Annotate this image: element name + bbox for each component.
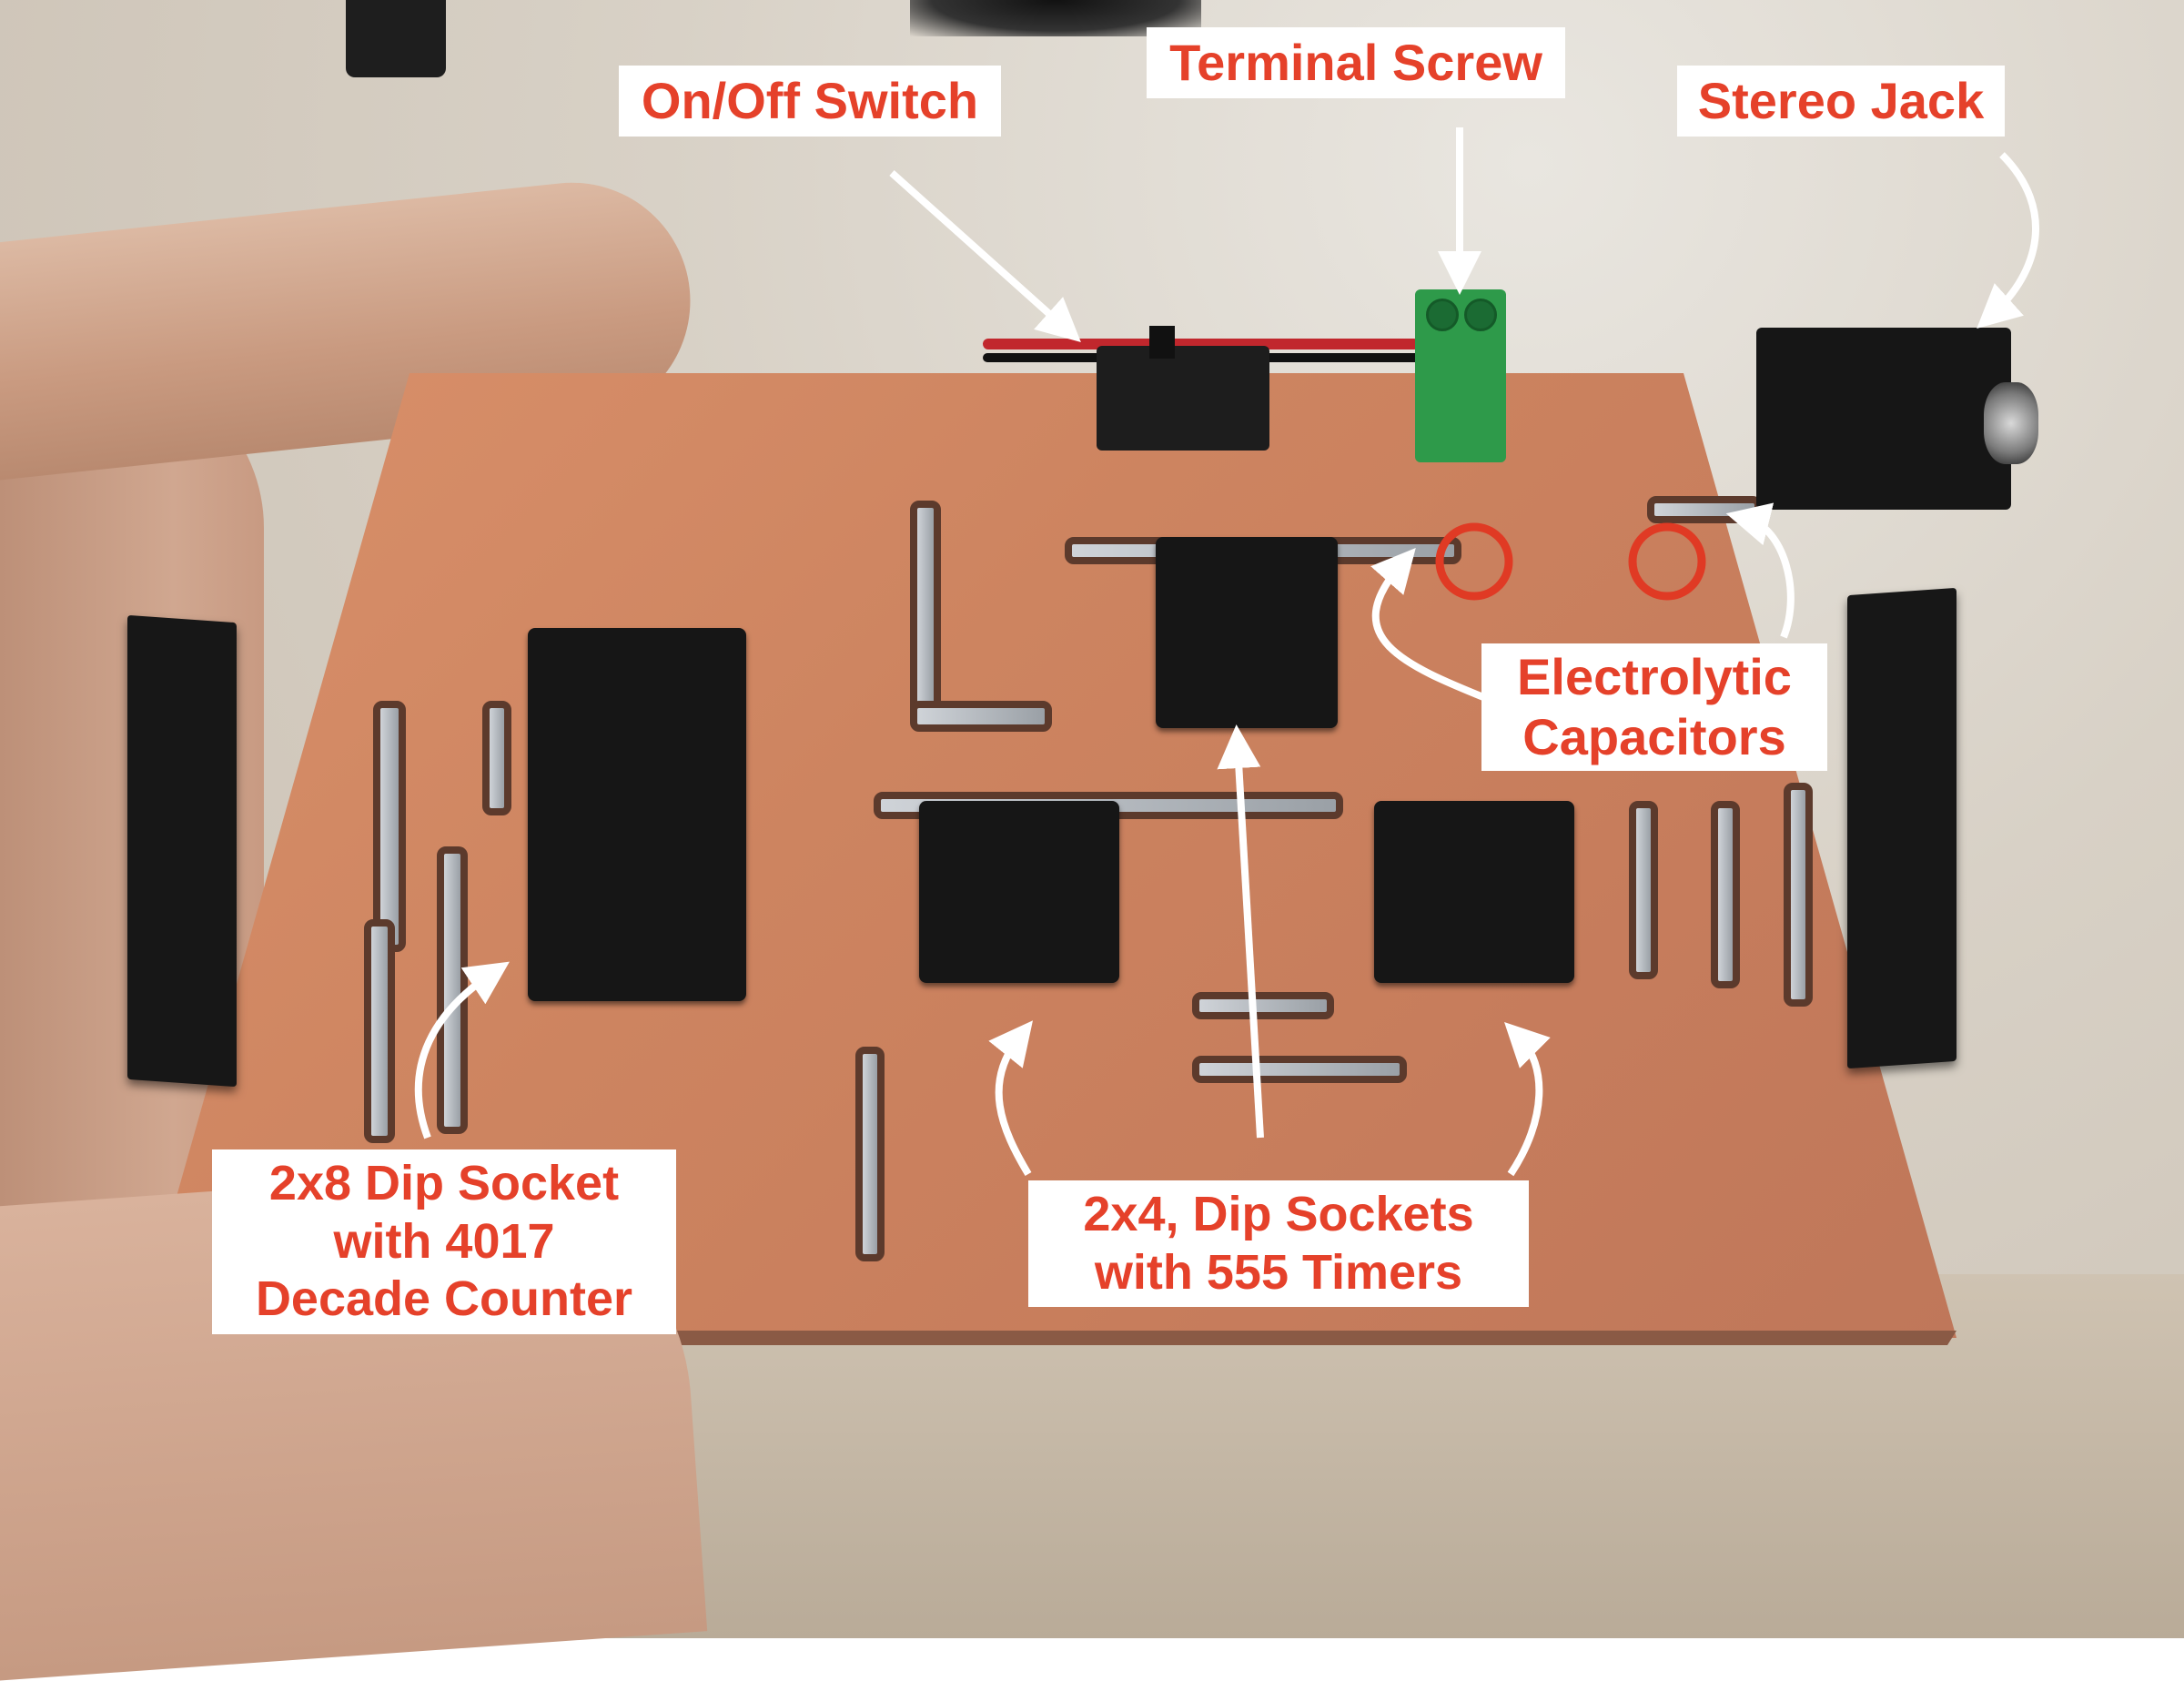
trace xyxy=(1711,801,1740,988)
label-line: On/Off Switch xyxy=(641,72,979,129)
label-line: Terminal Screw xyxy=(1169,34,1542,91)
label-line: Stereo Jack xyxy=(1697,72,1985,129)
label-electrolytic-capacitors: Electrolytic Capacitors xyxy=(1481,643,1827,772)
label-line: 2x4, Dip Sockets xyxy=(1083,1187,1474,1241)
label-line: Capacitors xyxy=(1522,708,1786,766)
label-stereo-jack: Stereo Jack xyxy=(1677,66,2005,137)
stereo-jack xyxy=(1756,328,2038,510)
4017-decade-counter xyxy=(528,628,746,1001)
screw-icon xyxy=(1426,299,1459,331)
label-line: with 555 Timers xyxy=(1094,1244,1463,1300)
label-line: with 4017 xyxy=(333,1213,555,1269)
trace xyxy=(1192,1056,1407,1083)
trace xyxy=(373,701,406,952)
pin-header-right xyxy=(1847,587,1956,1069)
trace xyxy=(1629,801,1658,979)
trace xyxy=(482,701,511,815)
trace xyxy=(437,846,468,1134)
background-object xyxy=(346,0,446,77)
trace xyxy=(364,919,395,1143)
trace xyxy=(1784,783,1813,1007)
label-dip-sockets-555: 2x4, Dip Sockets with 555 Timers xyxy=(1028,1180,1529,1308)
jack-barrel xyxy=(1984,382,2038,464)
switch-knob xyxy=(1149,326,1175,359)
trace xyxy=(855,1047,885,1261)
label-on-off-switch: On/Off Switch xyxy=(619,66,1001,137)
label-line: Decade Counter xyxy=(255,1271,633,1327)
555-timer-1 xyxy=(1156,537,1338,728)
trace xyxy=(910,501,941,724)
label-line: 2x8 Dip Socket xyxy=(268,1156,620,1210)
555-timer-3 xyxy=(1374,801,1574,983)
red-wire xyxy=(983,339,1420,349)
label-terminal-screw: Terminal Screw xyxy=(1147,27,1565,99)
555-timer-2 xyxy=(919,801,1119,983)
screw-icon xyxy=(1464,299,1497,331)
pin-header-left xyxy=(127,614,237,1088)
terminal-screw xyxy=(1415,289,1506,462)
on-off-switch xyxy=(1097,326,1269,451)
trace xyxy=(1192,992,1334,1019)
trace xyxy=(910,701,1052,732)
label-line: Electrolytic xyxy=(1517,648,1792,705)
trace xyxy=(1647,496,1762,523)
label-dip-socket-4017: 2x8 Dip Socket with 4017 Decade Counter xyxy=(212,1149,676,1335)
